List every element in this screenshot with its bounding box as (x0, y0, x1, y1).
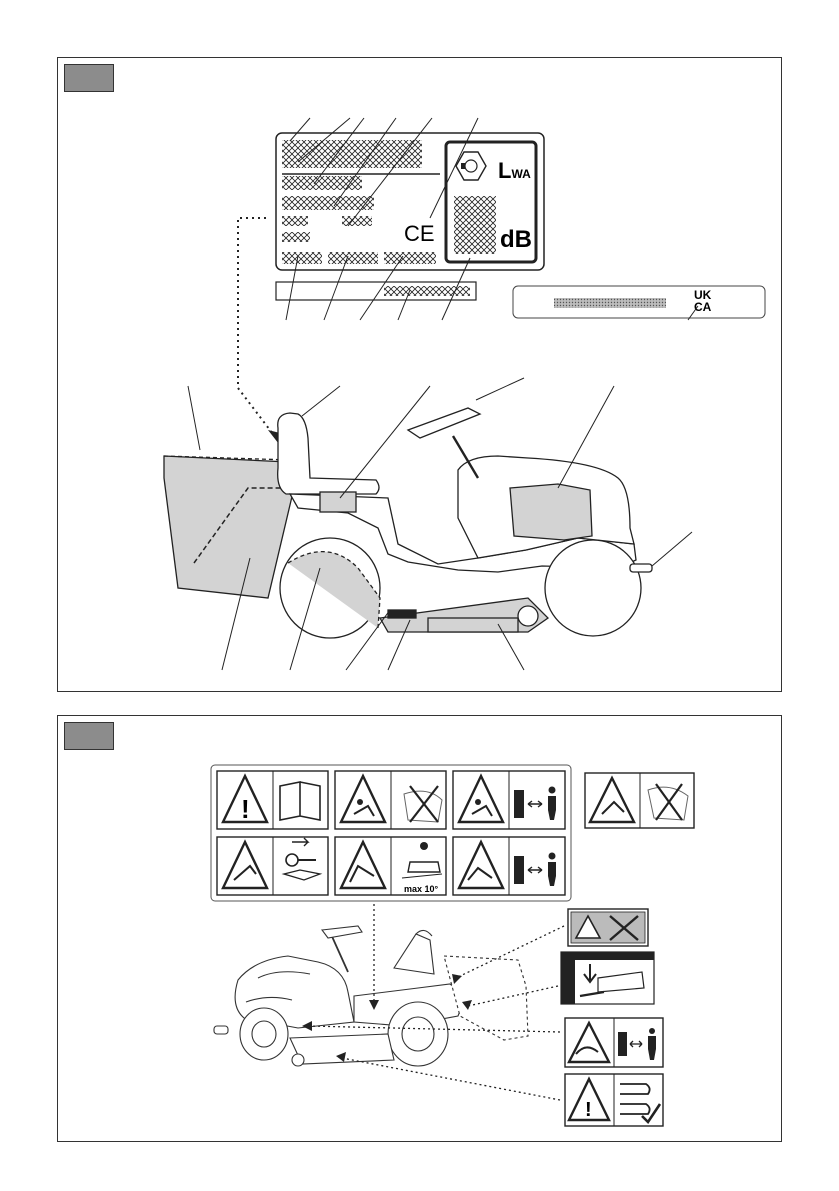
machine-block-icon (514, 856, 524, 884)
ukca-plate: UK CA (513, 286, 765, 318)
grass-catcher (164, 456, 294, 598)
front-wheel (545, 540, 641, 636)
machine-block-icon (618, 1032, 627, 1056)
driver-icon (420, 842, 428, 850)
hatch-field (282, 140, 422, 168)
hatch-field (384, 252, 436, 264)
lawn-tractor-isometric-view (214, 926, 528, 1066)
seat (278, 413, 379, 494)
steering-wheel (408, 408, 480, 438)
decal-no-discharge (568, 909, 648, 946)
hatch-field (342, 216, 372, 226)
steering-wheel (322, 926, 362, 938)
noise-symbol-wa: WA (511, 167, 531, 181)
noise-value-field (454, 196, 496, 254)
book-icon (280, 782, 320, 820)
hatch-field (282, 232, 310, 242)
noise-unit: dB (500, 226, 532, 253)
front-bumper (630, 564, 652, 572)
ukca-line-ca: CA (694, 300, 712, 314)
decal-remove-key (217, 837, 328, 895)
key-icon (286, 854, 298, 866)
person-icon (357, 799, 363, 805)
decal-keep-distance-1 (453, 771, 565, 829)
person-icon (549, 853, 556, 860)
figure-1-drawing: CE LWA dB UK CA (58, 58, 781, 691)
exclamation-icon: ! (241, 794, 250, 824)
max-slope-text: max 10° (404, 884, 439, 894)
figure-panel-2: ! (57, 715, 782, 1142)
figure-2-drawing: ! (58, 716, 781, 1141)
person-icon (649, 1028, 655, 1034)
rating-label-plate: CE LWA dB (276, 133, 544, 270)
exclamation-icon: ! (585, 1099, 592, 1121)
hatch-field (328, 252, 378, 264)
decal-lever-positions: ! (565, 1074, 663, 1126)
machine-block-icon (514, 790, 524, 818)
dotted-field (554, 298, 666, 308)
engine (510, 484, 592, 540)
front-bumper (214, 1026, 228, 1034)
decal-catcher-latch (561, 952, 654, 1004)
seat (394, 934, 434, 974)
hatch-field (282, 252, 322, 264)
ce-mark: CE (404, 221, 435, 246)
figure-panel-1: CE LWA dB UK CA (57, 57, 782, 692)
decal-no-riders (585, 773, 694, 828)
hatch-field (282, 196, 374, 210)
person-icon (549, 787, 556, 794)
hatch-field (282, 216, 308, 226)
decal-hot-surface (565, 1018, 663, 1067)
lawn-tractor-side-view (164, 408, 652, 638)
noise-symbol-l: L (498, 158, 511, 183)
decal-keep-distance-2 (453, 837, 565, 895)
decal-max-slope: max 10° (335, 837, 446, 895)
dotted-connector (238, 218, 276, 438)
grass-catcher (444, 956, 528, 1040)
decal-thrown-objects (335, 771, 446, 829)
decal-read-manual: ! (217, 771, 328, 829)
type-plate-location (320, 492, 356, 512)
